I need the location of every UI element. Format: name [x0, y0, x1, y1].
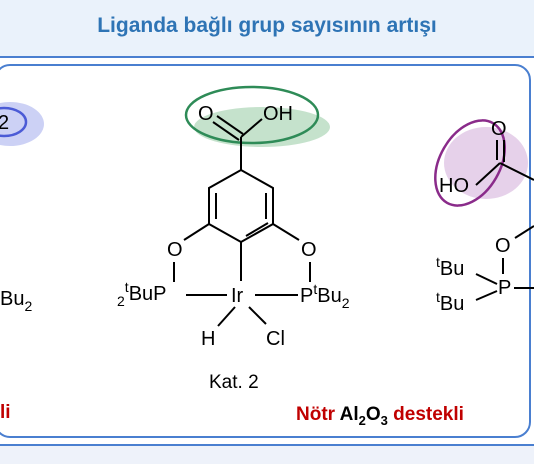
right-carbonyl-oxygen: O: [491, 118, 507, 140]
carboxyl-highlight-glow: [194, 107, 330, 147]
p-tbu-1-bond: [475, 273, 498, 285]
right-carboxyl-ring: [434, 119, 506, 207]
hydroxyl-group: OH: [263, 103, 293, 125]
p-tbu-2-bond: [475, 290, 498, 301]
right-tbu-2: tBu: [436, 289, 464, 315]
ether-oxygen-left: O: [167, 239, 183, 261]
ring-double-bond-bottom: [245, 222, 269, 237]
right-carboxyl-glow: [444, 127, 528, 199]
c-oh-bond: [240, 118, 263, 138]
iridium-center: Ir: [231, 285, 244, 307]
left-phosphine: 2tBuP: [117, 279, 167, 309]
co-double-bond-1: [212, 121, 240, 141]
page-title: Liganda bağlı grup sayısının artışı: [97, 14, 437, 37]
left-support-label: li: [0, 402, 11, 423]
right-catalyst-fragment: O HO O tBu P tBu Nötr Al2O3 destekli: [296, 118, 534, 428]
right-c-oh-bond: [475, 162, 501, 186]
left-group-fragment: 2: [0, 112, 9, 134]
right-tbu-1: tBu: [436, 254, 464, 280]
catalyst-label: Kat. 2: [209, 372, 259, 393]
left-ligand-bu: Bu2: [0, 288, 32, 314]
right-phosphorus: P: [498, 277, 511, 299]
ir-cl-bond: [248, 306, 267, 325]
co-double-bond-2: [216, 115, 244, 135]
right-o-ring-bond: [514, 225, 534, 239]
carboxyl-highlight-ring: [184, 85, 320, 145]
carbonyl-oxygen: O: [198, 103, 214, 125]
benzene-ring: [208, 168, 274, 244]
right-support-label: Nötr Al2O3 destekli: [296, 404, 464, 428]
ir-h-bond: [217, 306, 236, 327]
ring-to-o-right-bond: [272, 223, 300, 241]
right-ether-oxygen: O: [495, 235, 511, 257]
bottom-strip: [0, 444, 534, 464]
ring-to-o-left-bond: [183, 223, 210, 241]
ether-oxygen-right: O: [301, 239, 317, 261]
scheme-frame: [0, 64, 531, 438]
left-catalyst-fragment: 2 Bu2 li: [0, 102, 44, 423]
right-phosphine: PtBu2: [300, 281, 350, 311]
hydride: H: [201, 328, 215, 350]
right-c-ring-bond: [499, 162, 534, 181]
left-highlight-ring: [0, 106, 28, 138]
center-catalyst: O OH O O 2tBuP Ir PtBu2 H Cl Kat. 2: [117, 85, 350, 393]
right-hydroxyl: HO: [439, 175, 469, 197]
chloride: Cl: [266, 328, 285, 350]
title-banner: Liganda bağlı grup sayısının artışı: [0, 0, 534, 58]
